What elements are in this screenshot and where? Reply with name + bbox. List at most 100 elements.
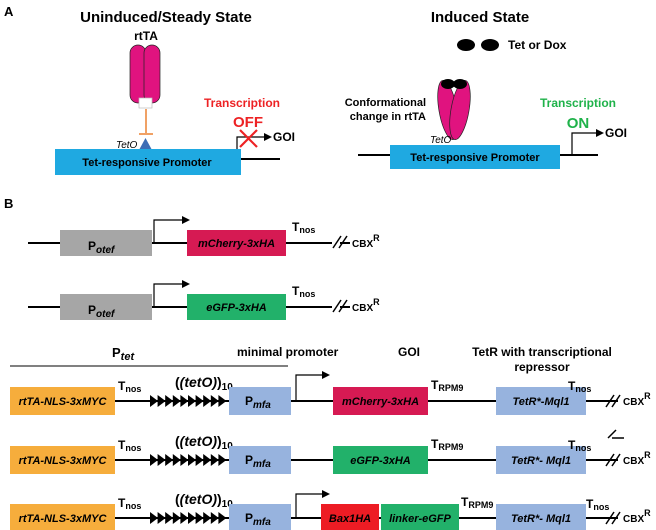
rtta-label: rtTA <box>134 29 158 43</box>
induced-title: Induced State <box>431 9 529 26</box>
panel-a-letter: A <box>4 4 14 19</box>
arrow-head <box>182 216 190 224</box>
teto-repeat-icon <box>180 395 189 407</box>
gene-label: mCherry-3xHA <box>342 396 419 408</box>
x-cross-icon <box>239 129 258 148</box>
constitutive-construct-2: Potef eGFP-3xHA Tnos CBXR <box>28 280 380 320</box>
teto-repeat-icon <box>180 512 189 524</box>
t2-label: TRPM9 <box>461 495 493 510</box>
teto-repeat-icon <box>210 395 219 407</box>
pmfa-label: Pmfa <box>245 394 271 411</box>
potef-box <box>60 294 152 320</box>
promoter-box-right <box>390 145 560 169</box>
inducible-construct-2: rtTA-NLS-3xMYC Tnos ((tetO))10 Pmfa eGFP… <box>10 433 651 474</box>
teto-triangle-icon <box>139 138 152 150</box>
teto-repeat-icon <box>165 395 174 407</box>
t1-label: Tnos <box>118 438 141 453</box>
induced-state: Induced State Tet or Dox Conformational … <box>345 9 627 169</box>
teto-label: ((tetO))10 <box>175 491 233 510</box>
marker-label: CBXR <box>623 391 651 408</box>
conformation-line2: change in rtTA <box>350 111 426 123</box>
goi-header: GOI <box>398 345 420 359</box>
t1-label: Tnos <box>118 379 141 394</box>
inducible-construct-3: rtTA-NLS-3xMYC Tnos ((tetO))10 Pmfa Bax1… <box>10 490 651 530</box>
activator-label: rtTA-NLS-3xMYC <box>19 455 108 467</box>
ptet-header: Ptet <box>112 345 135 363</box>
gene-box-linker-egfp <box>381 504 459 530</box>
break-icon <box>605 453 621 467</box>
teto-repeat-icon <box>188 395 196 407</box>
tnos-label: Tnos <box>292 284 315 299</box>
gene-label: mCherry-3xHA <box>198 238 275 250</box>
potef-label: Potef <box>88 303 116 320</box>
teto-label: ((tetO))10 <box>175 374 233 393</box>
t2-label: TRPM9 <box>431 437 463 452</box>
arrow-head <box>322 490 330 498</box>
break-icon <box>605 394 621 408</box>
teto-label-right: TetO <box>430 135 452 146</box>
marker-label: CBXR <box>623 450 651 467</box>
promoter-label-right: Tet-responsive Promoter <box>410 152 540 164</box>
teto-repeat-icon <box>210 512 219 524</box>
repressor-box <box>496 387 586 415</box>
teto-repeat-array <box>150 454 227 466</box>
gene-label-linker: linker-eGFP <box>389 513 451 525</box>
teto-repeat-icon <box>218 512 227 524</box>
rtta-protein-icon <box>129 44 161 109</box>
teto-repeat-icon <box>195 454 204 466</box>
repressor-label: TetR*- Mql1 <box>511 455 571 467</box>
potef-label: Potef <box>88 239 116 256</box>
pmfa-box <box>229 387 291 415</box>
teto-repeat-icon <box>218 454 227 466</box>
teto-repeat-array <box>150 395 227 407</box>
activator-box <box>10 446 115 474</box>
transcription-label-left: Transcription <box>204 96 280 110</box>
transcription-off: OFF <box>233 114 263 131</box>
gene-label: eGFP-3xHA <box>350 455 411 467</box>
tetr-header-line1: TetR with transcriptional <box>472 345 612 359</box>
repressor-label: TetR*- Mql1 <box>511 513 571 525</box>
goi-label-right: GOI <box>605 126 627 140</box>
repressor-label: TetR*-Mql1 <box>512 396 569 408</box>
panel-b-letter: B <box>4 196 13 211</box>
repressor-box <box>496 504 586 530</box>
teto-repeat-icon <box>150 512 158 524</box>
goi-label-left: GOI <box>273 130 295 144</box>
t1-label: Tnos <box>118 496 141 511</box>
transcription-start-arrow-right-icon <box>571 132 596 155</box>
start-arrow-icon <box>295 493 322 518</box>
teto-repeat-icon <box>203 454 212 466</box>
teto-repeat-icon <box>165 512 174 524</box>
teto-repeat-icon <box>150 395 158 407</box>
teto-repeat-icon <box>157 454 166 466</box>
teto-repeat-icon <box>172 512 181 524</box>
constitutive-construct-1: Potef mCherry-3xHA Tnos CBXR <box>28 216 380 256</box>
teto-repeat-icon <box>157 512 166 524</box>
tetr-header-line2: repressor <box>514 360 570 374</box>
conformation-line1: Conformational <box>345 97 426 109</box>
arrow-head-right <box>596 129 604 137</box>
teto-repeat-icon <box>150 454 158 466</box>
teto-repeat-icon <box>210 454 219 466</box>
marker-label: CBXR <box>623 508 651 525</box>
marker-label: CBXR <box>352 297 380 314</box>
teto-label: ((tetO))10 <box>175 433 233 452</box>
teto-repeat-icon <box>195 395 204 407</box>
start-arrow-icon <box>295 374 322 401</box>
rtta-induced-icon <box>437 79 471 140</box>
t3-label: Tnos <box>568 438 591 453</box>
teto-repeat-icon <box>172 454 181 466</box>
teto-repeat-icon <box>180 454 189 466</box>
t2-label: TRPM9 <box>431 378 463 393</box>
inducible-headers: Ptet minimal promoter GOI TetR with tran… <box>10 345 612 374</box>
gene-label: eGFP-3xHA <box>206 302 267 314</box>
start-arrow-icon <box>153 283 182 307</box>
promoter-box-left <box>55 149 241 175</box>
pmfa-label: Pmfa <box>245 453 271 470</box>
teto-repeat-icon <box>218 395 227 407</box>
gene-box-bax <box>321 504 379 530</box>
tet-dox-molecule-icon <box>457 39 499 51</box>
gene-label-bax: Bax1HA <box>329 513 371 525</box>
teto-repeat-icon <box>157 395 166 407</box>
